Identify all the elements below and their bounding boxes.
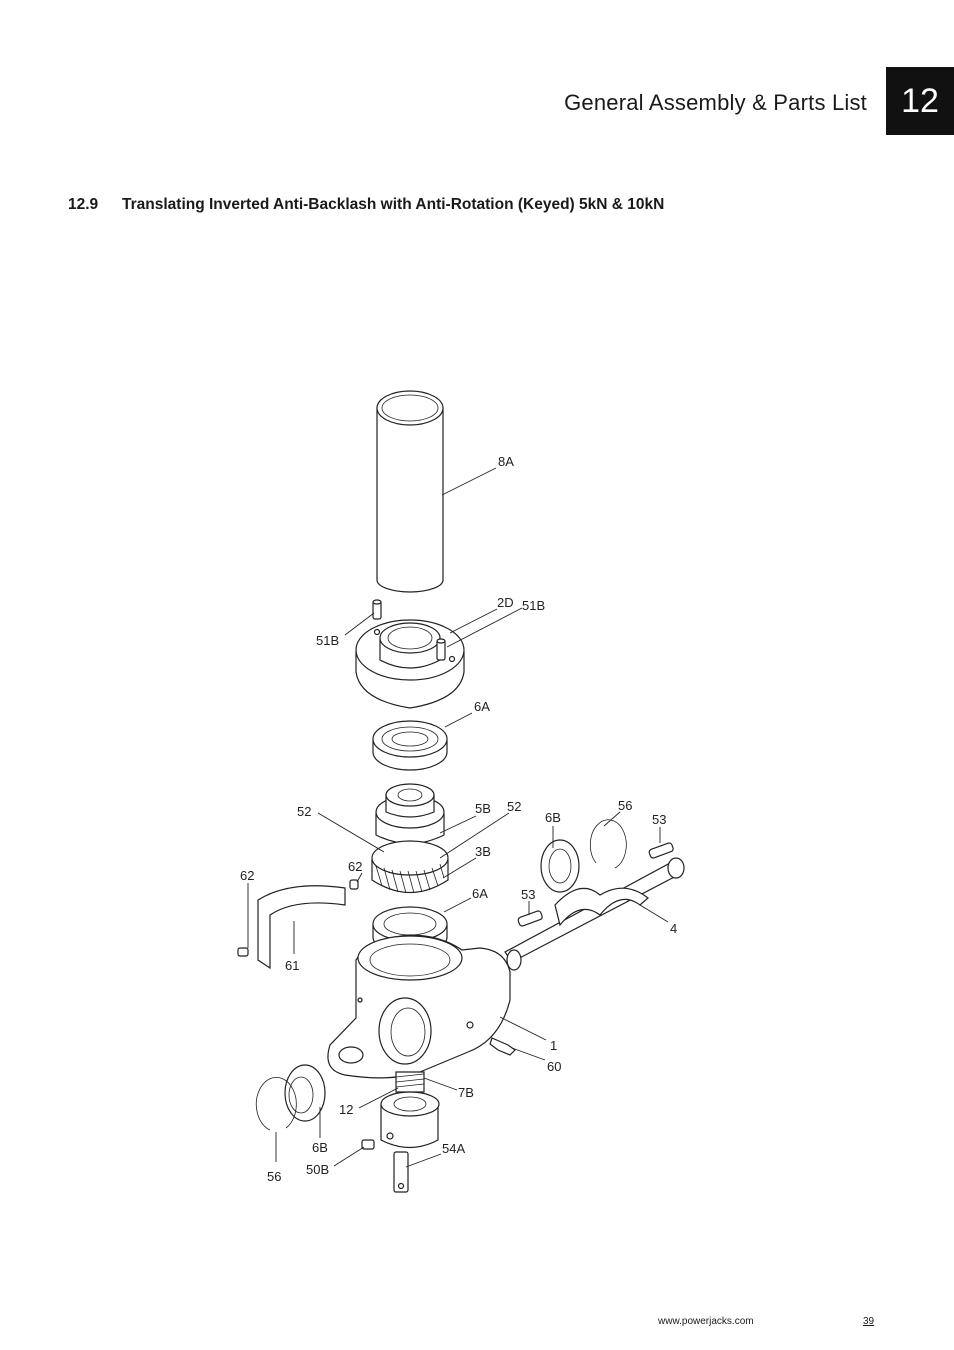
section-heading: 12.9 Translating Inverted Anti-Backlash w… [68,196,664,214]
section-number: 12.9 [68,196,99,213]
callout-2d: 2D [497,595,514,610]
callout-51b-left: 51B [316,633,339,648]
callout-60: 60 [547,1059,561,1074]
callout-6a-upper: 6A [474,699,490,714]
chapter-tab: 12 [886,67,954,135]
screw-50b [361,1139,375,1150]
thrust-bearing-upper [372,720,448,771]
circlip-right [589,819,627,869]
lifting-screw [395,1071,425,1093]
page-number: 39 [863,1316,875,1327]
screw-62-right [349,879,359,890]
callout-56-right: 56 [618,798,632,813]
callout-52-left: 52 [297,804,311,819]
dowel-pin-left [372,599,382,620]
callout-5b: 5B [475,801,491,816]
callout-62-right: 62 [348,859,362,874]
grease-nipple [489,1037,516,1056]
section-title: Translating Inverted Anti-Backlash with … [122,196,665,213]
anti-rotation-key [393,1151,409,1193]
worm-shaft [504,857,685,971]
gearbox-housing [327,934,511,1079]
callout-52-right: 52 [507,799,521,814]
callout-61: 61 [285,958,299,973]
callout-54a: 54A [442,1141,465,1156]
anti-backlash-nut [375,783,445,844]
callout-8a: 8A [498,454,514,469]
radial-bearing-left [284,1064,326,1122]
cover-band [257,885,346,970]
screw-end-collar [380,1091,440,1149]
callout-3b: 3B [475,844,491,859]
screw-62-left [237,947,249,957]
dowel-pin-right [436,638,446,661]
callout-labels: 8A 2D 51B 51B 6A 52 5B 52 6B 56 53 3B 62… [240,454,677,1184]
page-header-title: General Assembly & Parts List [564,90,867,115]
circlip-left [255,1076,297,1131]
callout-6b-right: 6B [545,810,561,825]
key-53-top [648,842,674,859]
callout-4: 4 [670,921,677,936]
callout-53-top: 53 [652,812,666,827]
callout-51b-right: 51B [522,598,545,613]
worm-wheel [371,840,449,894]
radial-bearing-right [540,839,580,893]
callout-62-left: 62 [240,868,254,883]
key-53-middle [517,910,543,927]
callout-1: 1 [550,1038,557,1053]
callout-56-left: 56 [267,1169,281,1184]
callout-6a-lower: 6A [472,886,488,901]
callout-12: 12 [339,1102,353,1117]
protection-tube [376,390,444,593]
top-cover [355,619,465,709]
callout-7b: 7B [458,1085,474,1100]
footer-website: www.powerjacks.com [658,1316,754,1327]
leader-lines [247,467,669,1168]
callout-53-middle: 53 [521,887,535,902]
callout-50b: 50B [306,1162,329,1177]
callout-6b-left: 6B [312,1140,328,1155]
